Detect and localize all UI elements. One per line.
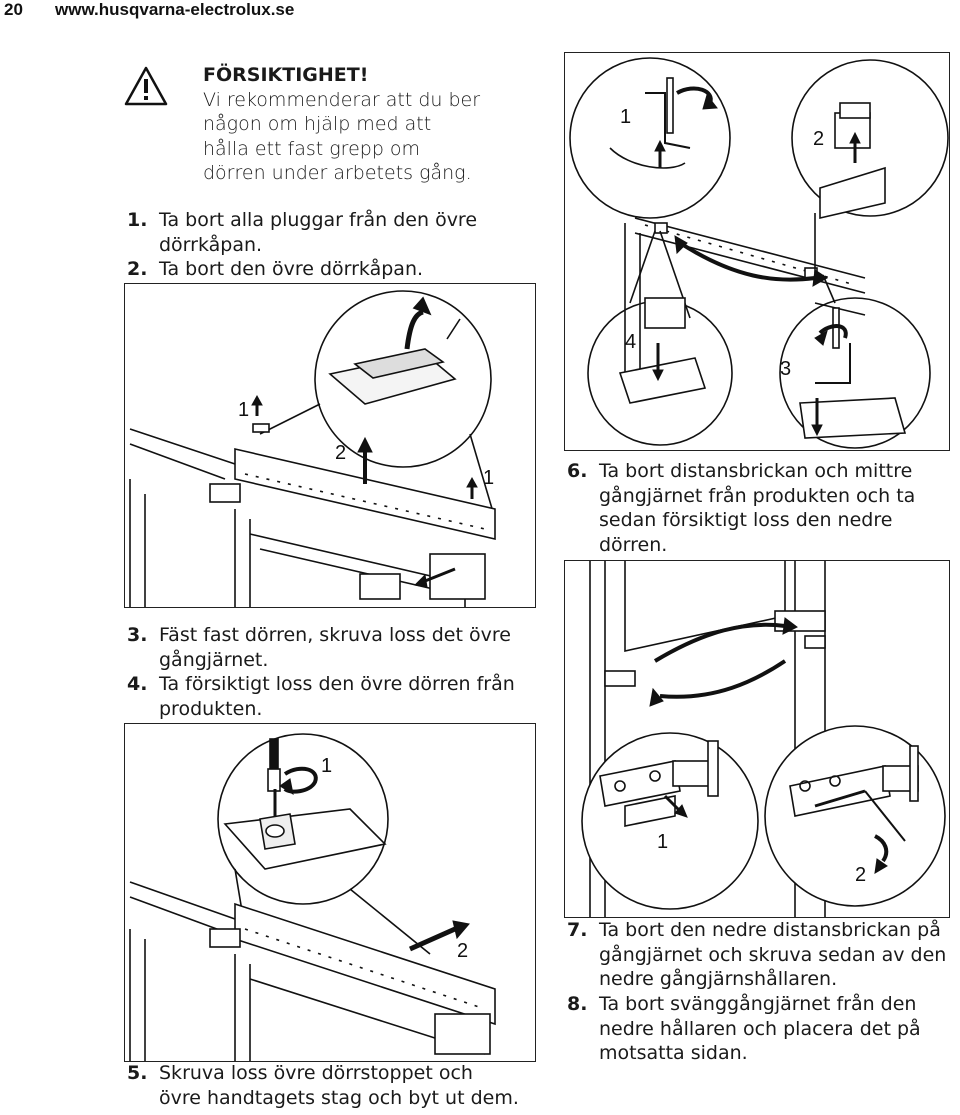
step-text: Fäst fast dörren, skruva loss det övre g… [159, 623, 511, 672]
step-text: Ta bort svänggångjärnet från den nedre h… [599, 992, 921, 1066]
step-line: produkten. [159, 697, 263, 720]
step-1: 1. Ta bort alla pluggar från den övre dö… [127, 208, 537, 258]
caution-line: hålla ett fast grepp om [203, 137, 421, 160]
step-line: gångjärnet. [159, 648, 269, 671]
step-line: Ta bort svänggångjärnet från den [599, 993, 917, 1015]
step-line: dörrkåpan. [159, 233, 263, 256]
caution-title: FÖRSIKTIGHET! [203, 64, 369, 86]
step-line: Ta bort alla pluggar från den övre [159, 209, 478, 231]
step-line: Ta försiktigt loss den övre dörren från [159, 673, 515, 695]
caution-block: FÖRSIKTIGHET! Vi rekommenderar att du be… [203, 63, 523, 186]
figure-label: 1 [657, 831, 668, 853]
step-text: Ta bort distansbrickan och mittre gångjä… [599, 459, 915, 557]
figure-label: 1 [238, 399, 249, 421]
step-line: sedan försiktigt loss den nedre [599, 509, 893, 531]
step-number: 3. [127, 624, 148, 646]
step-line: gångjärnet från produkten och ta [599, 484, 916, 507]
step-6: 6. Ta bort distansbrickan och mittre gån… [567, 459, 952, 559]
step-number: 6. [567, 460, 588, 482]
figure-remove-middle-hinge: 1 2 4 3 [564, 52, 950, 451]
figure-remove-door-cover: 1 2 1 [124, 283, 536, 608]
figure-label: 2 [335, 442, 346, 464]
step-text: Ta försiktigt loss den övre dörren från … [159, 672, 515, 721]
step-line: Skruva loss övre dörrstoppet och [159, 1062, 473, 1084]
figure-label: 4 [625, 331, 636, 353]
step-5: 5. Skruva loss övre dörrstoppet och övre… [127, 1061, 547, 1111]
step-number: 1. [127, 209, 148, 231]
step-number: 7. [567, 919, 588, 941]
step-line: Ta bort den nedre distansbrickan på [599, 919, 941, 941]
page-number: 20 [4, 0, 23, 19]
step-line: Fäst fast dörren, skruva loss det övre [159, 624, 511, 646]
step-line: övre handtagets stag och byt ut dem. [159, 1086, 519, 1109]
step-number: 5. [127, 1062, 148, 1084]
caution-line: Vi rekommenderar att du ber [203, 88, 481, 111]
step-line: nedre hållaren och placera det på [599, 1017, 921, 1040]
step-number: 4. [127, 673, 148, 695]
caution-line: dörren under arbetets gång. [203, 162, 472, 184]
step-line: nedre gångjärnshållaren. [599, 968, 838, 990]
step-number: 2. [127, 258, 148, 280]
figure-label: 3 [780, 358, 791, 380]
step-text: Ta bort den övre dörrkåpan. [159, 258, 424, 280]
step-text: Ta bort den nedre distansbrickan på gång… [599, 918, 946, 992]
step-line: dörren. [599, 533, 668, 556]
figure-label: 2 [855, 864, 866, 886]
figure-label: 1 [620, 106, 631, 128]
step-number: 8. [567, 993, 588, 1015]
figure-label: 1 [483, 467, 494, 489]
figure-label: 2 [457, 940, 468, 962]
step-7: 7. Ta bort den nedre distansbrickan på g… [567, 918, 957, 993]
step-4: 4. Ta försiktigt loss den övre dörren fr… [127, 672, 537, 722]
website-url: www.husqvarna-electrolux.se [55, 0, 295, 19]
figure-label: 1 [321, 755, 332, 777]
step-line: Ta bort distansbrickan och mittre [599, 460, 913, 482]
step-text: Skruva loss övre dörrstoppet och övre ha… [159, 1061, 519, 1110]
step-3: 3. Fäst fast dörren, skruva loss det övr… [127, 623, 537, 673]
step-text: Ta bort alla pluggar från den övre dörrk… [159, 208, 477, 257]
caution-line: någon om hjälp med att [203, 113, 432, 135]
warning-icon [124, 66, 168, 106]
figure-remove-lower-hinge: 1 2 [564, 560, 950, 918]
step-line: gångjärnet och skruva sedan av den [599, 943, 947, 966]
step-2: 2. Ta bort den övre dörrkåpan. [127, 257, 537, 283]
figure-unscrew-upper-hinge: 1 2 [124, 723, 536, 1062]
figure-label: 2 [813, 128, 824, 150]
step-line: motsatta sidan. [599, 1042, 748, 1064]
step-8: 8. Ta bort svänggångjärnet från den nedr… [567, 992, 957, 1067]
